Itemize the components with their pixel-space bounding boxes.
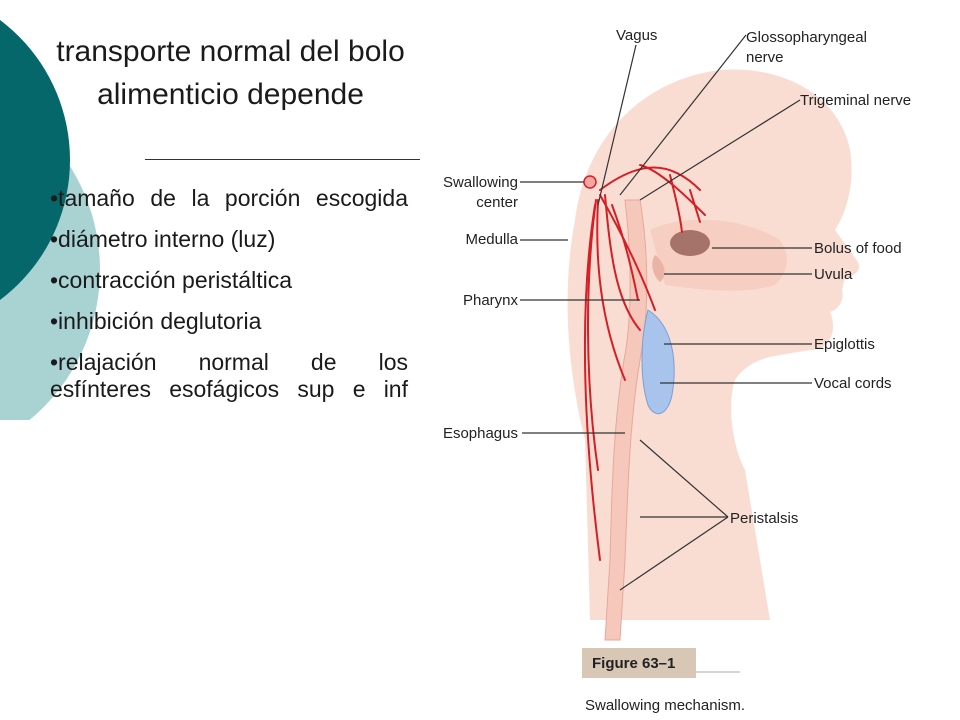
swallowing-center-node [583, 175, 597, 189]
bullet-item: •diámetro interno (luz) [50, 226, 276, 252]
bullet-item: •contracción peristáltica [50, 267, 292, 293]
label-trigeminal: Trigeminal nerve [800, 92, 911, 109]
nerve-branch [596, 199, 626, 381]
caption-figure-number: Figure 63–1 [592, 655, 675, 672]
bullet-list: •tamaño de la porción escogida •diámetro… [50, 185, 408, 403]
deco-circle-dark [0, 20, 70, 300]
leader-peristalsis-3 [619, 516, 729, 591]
nerve-branch [611, 204, 639, 301]
bolus-of-food [670, 230, 710, 256]
nerve-branch [639, 164, 706, 216]
uvula [652, 255, 665, 282]
decorative-circles [0, 20, 100, 420]
leader-lines [520, 34, 812, 591]
caption-box [582, 648, 696, 678]
label-uvula: Uvula [814, 266, 853, 283]
leader-trigeminal [639, 99, 801, 201]
label-pharynx: Pharynx [463, 292, 519, 309]
label-epiglottis: Epiglottis [814, 336, 875, 353]
nerve-branch [584, 204, 601, 561]
label-bolus-of-food: Bolus of food [814, 240, 902, 257]
label-esophagus: Esophagus [443, 425, 518, 442]
label-vocal-cords: Vocal cords [814, 375, 892, 392]
label-glossopharyngeal: Glossopharyngeal [746, 29, 867, 46]
nerve-branch [604, 194, 641, 331]
label-medulla: Medulla [465, 231, 518, 248]
label-peristalsis: Peristalsis [730, 510, 798, 527]
title-underline [145, 159, 420, 160]
nerve-branch [599, 166, 701, 191]
swallowing-diagram: Vagus Glossopharyngeal nerve Trigeminal … [443, 27, 911, 714]
caption-text: Swallowing mechanism. [585, 697, 745, 714]
slide-title: transporte normal del bolo alimenticio d… [56, 35, 405, 111]
label-swallowing-center-line2: center [476, 194, 518, 211]
label-glossopharyngeal-line2: nerve [746, 49, 784, 66]
leader-vagus [597, 44, 637, 206]
nerve-branch [689, 189, 701, 223]
bullet-item: •tamaño de la porción escogida [50, 185, 408, 211]
bullet-item: •inhibición deglutoria [50, 308, 262, 334]
nerve-branch [586, 199, 599, 471]
leader-peristalsis-1 [639, 439, 729, 518]
nerve-paths [584, 164, 706, 561]
label-swallowing-center: Swallowing [443, 174, 518, 191]
bullet-item: •relajación normal de los esfínteres eso… [50, 349, 408, 402]
label-vagus: Vagus [616, 27, 657, 44]
larynx [641, 309, 675, 415]
leader-glossopharyngeal [619, 34, 747, 196]
